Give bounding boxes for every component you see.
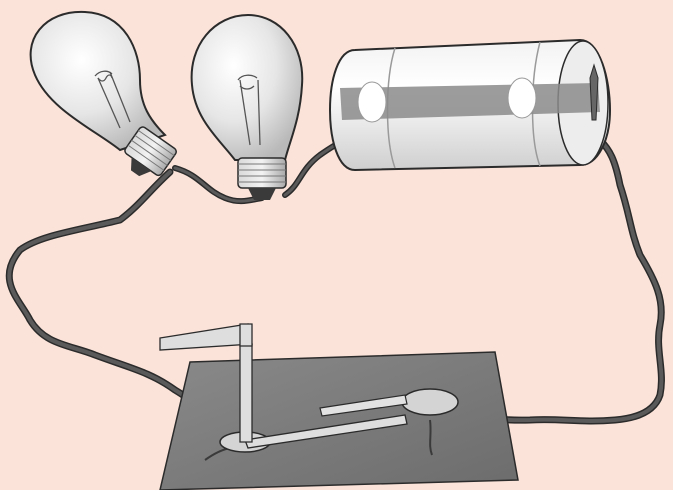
switch-handle xyxy=(159,323,253,351)
bulb-screw-base xyxy=(237,157,287,200)
switch-post xyxy=(239,343,253,443)
bulb-glass xyxy=(190,13,304,161)
battery-terminal xyxy=(589,63,599,121)
battery-cell xyxy=(328,38,612,172)
bulb-filament xyxy=(94,70,131,129)
light-bulb-left xyxy=(29,10,177,177)
bulb-filament xyxy=(237,74,261,146)
wire xyxy=(5,136,665,439)
switch-lever-arm xyxy=(244,414,408,449)
bulb-screw-base xyxy=(124,126,177,177)
wooden-board xyxy=(159,351,519,490)
switch-blade xyxy=(319,394,408,417)
switch-board xyxy=(159,323,519,490)
switch-contact xyxy=(401,388,459,416)
light-bulb-right xyxy=(190,13,304,200)
bulb-glass xyxy=(29,10,167,152)
